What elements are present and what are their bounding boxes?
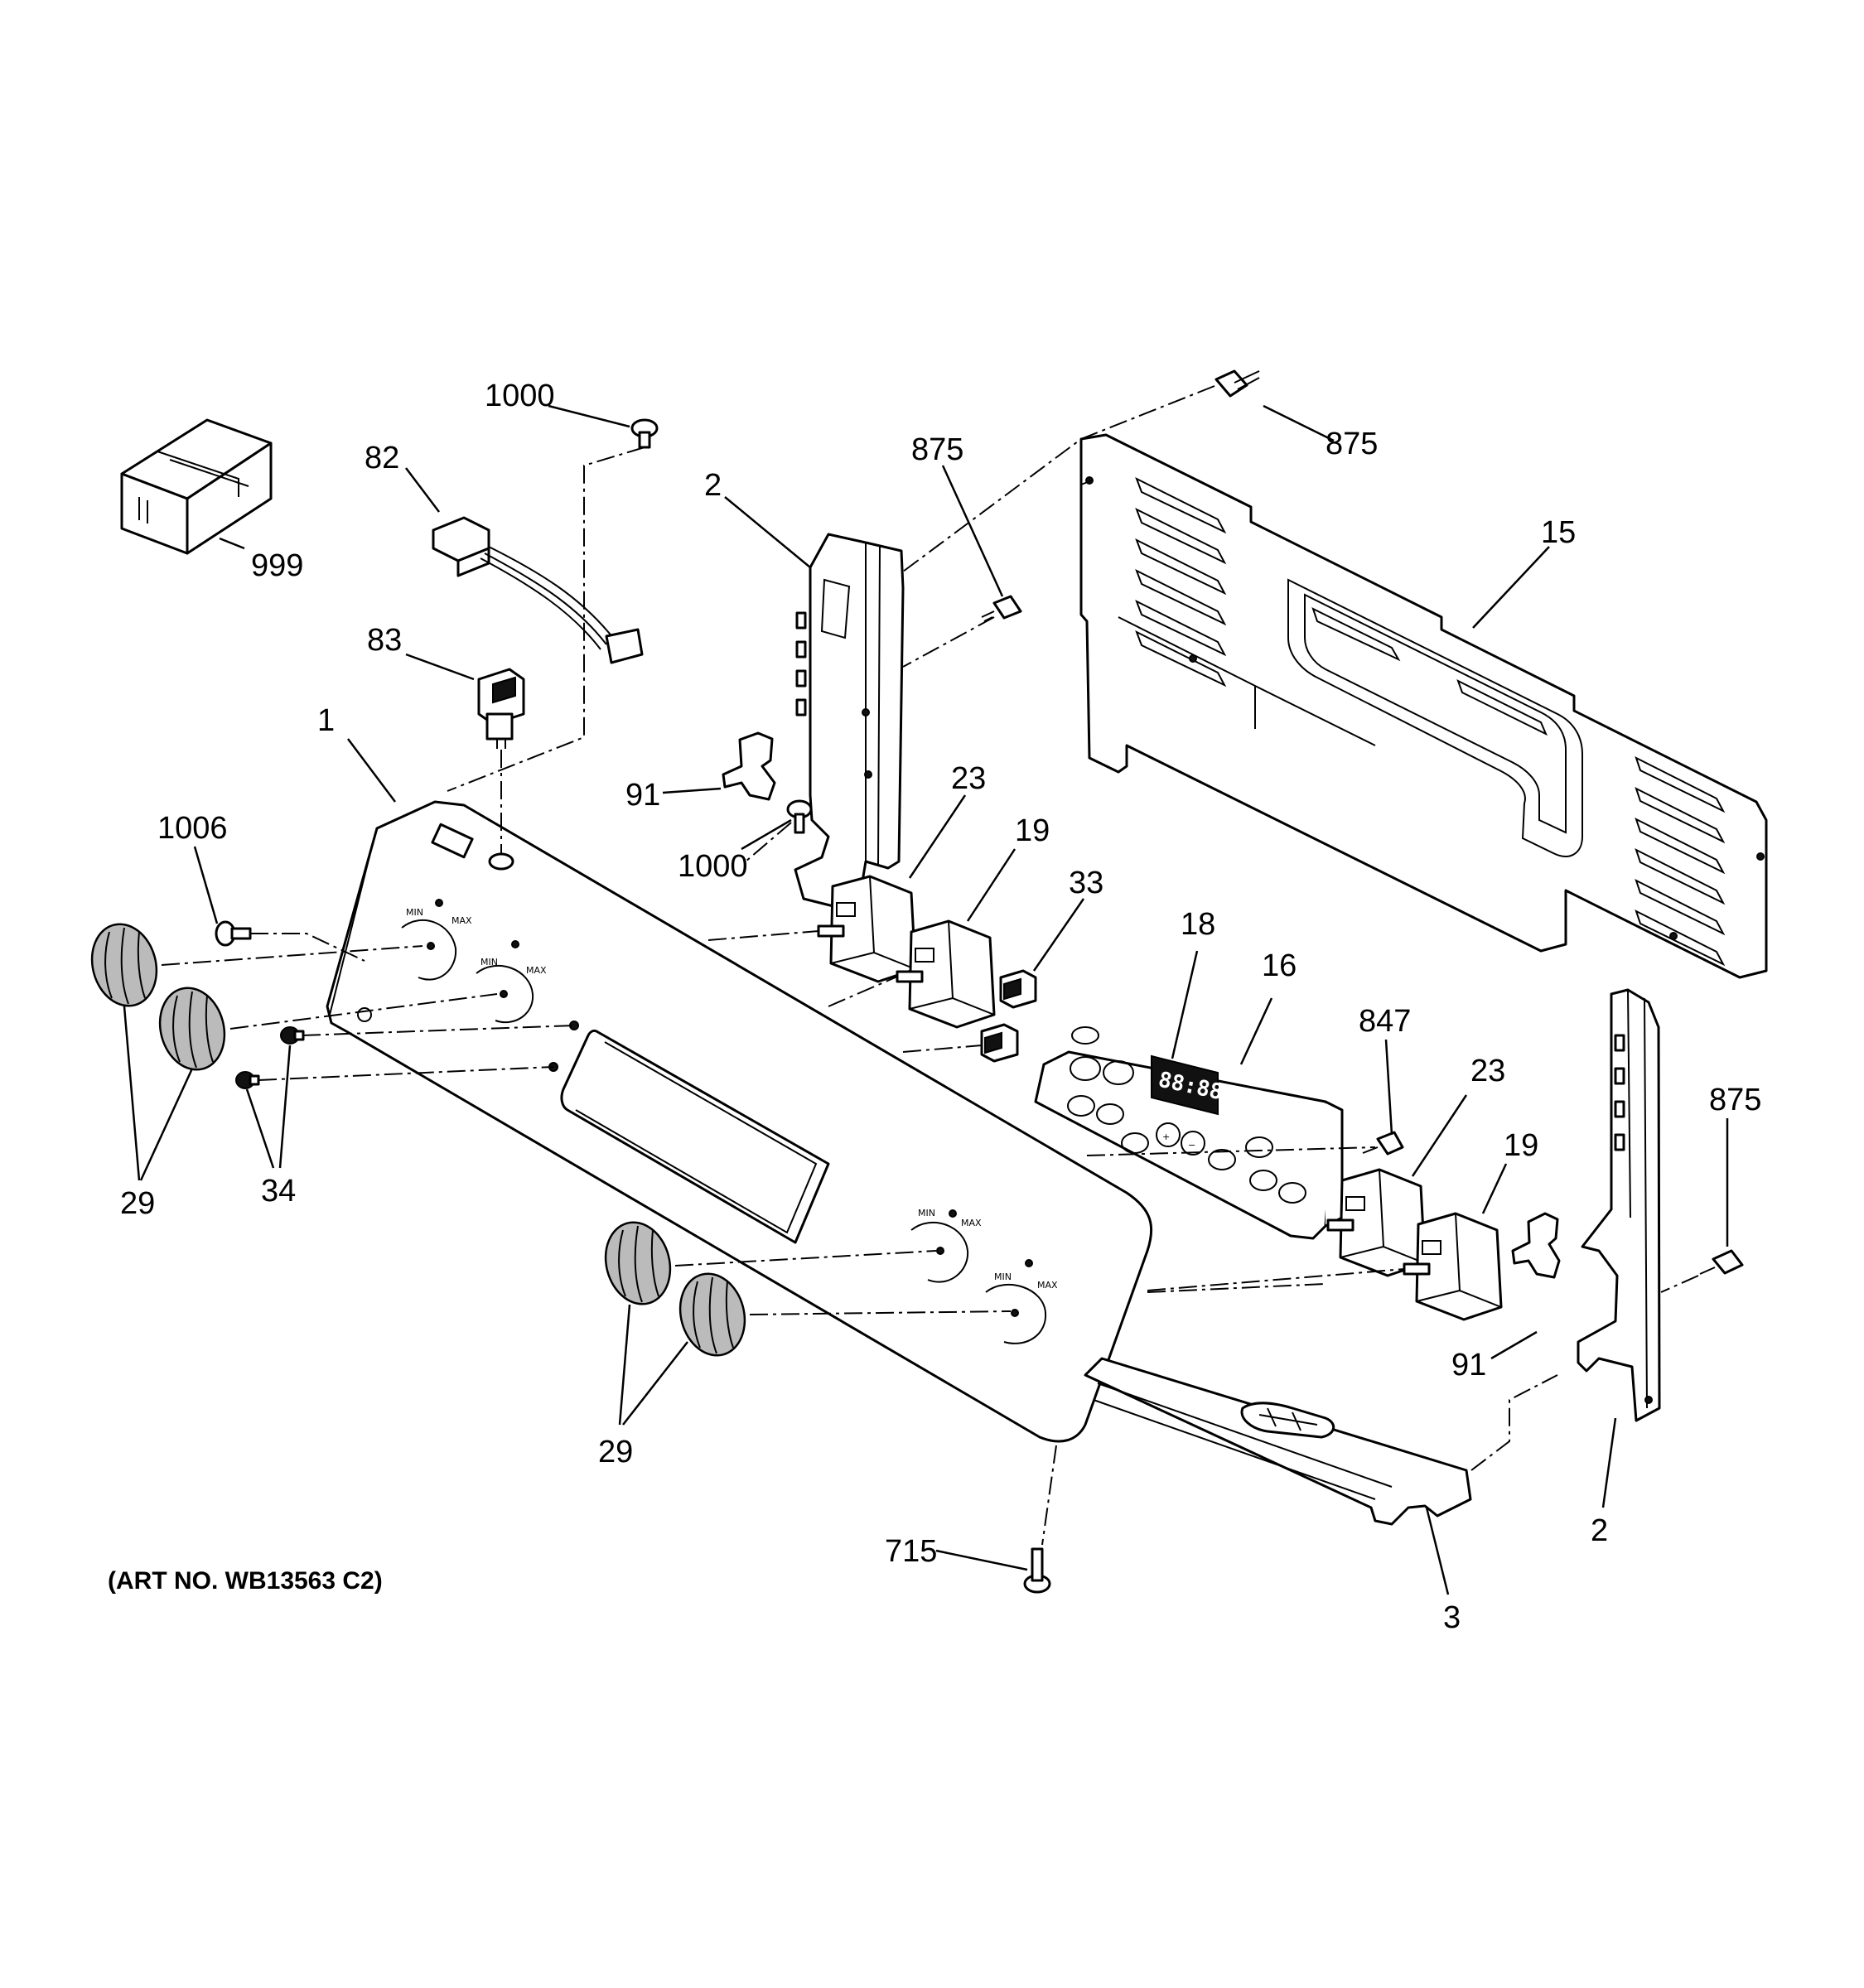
part-29-knob-4: [678, 1272, 746, 1357]
part-19-right-switch: [1403, 1212, 1503, 1321]
label-34: 34: [261, 1174, 296, 1209]
dial-graphic-top-right: MIN MAX: [476, 940, 547, 1024]
label-23-left: 23: [951, 761, 986, 796]
part-83-switch: [477, 668, 525, 749]
label-29-bottom: 29: [598, 1435, 633, 1469]
part-16-clock-control: 88:88 + −: [1034, 1026, 1344, 1240]
part-91-right-clip: [1511, 1212, 1561, 1279]
screw-34-a: [280, 1026, 305, 1045]
label-875-right: 875: [1709, 1083, 1761, 1117]
screw-1000-mid: [786, 799, 813, 834]
label-1000-top: 1000: [485, 379, 555, 413]
svg-text:MIN: MIN: [918, 1208, 935, 1218]
label-33: 33: [1069, 866, 1103, 900]
part-19-left-switch: [896, 919, 996, 1029]
label-3: 3: [1443, 1600, 1461, 1635]
screw-847: [1362, 1131, 1404, 1156]
dial-graphic-bottom-right: MIN MAX: [985, 1259, 1058, 1344]
svg-text:MIN: MIN: [994, 1271, 1012, 1282]
part-3-lower-trim: [1084, 1357, 1472, 1526]
vent-slots-left: [1135, 476, 1227, 688]
part-labels: 1000 82 999 83 1 2 875 875 15 91 1000 10…: [108, 379, 1761, 1635]
label-1: 1: [317, 703, 335, 738]
part-15-back-panel: [1079, 433, 1768, 979]
part-91-left-clip: [722, 731, 776, 801]
label-1006: 1006: [157, 811, 228, 846]
label-999: 999: [251, 548, 303, 583]
dial-graphic-top-left: MIN MAX: [401, 899, 472, 981]
part-33-rocker-switches: [980, 969, 1037, 1063]
label-91-right: 91: [1451, 1348, 1486, 1382]
svg-text:−: −: [1188, 1140, 1195, 1151]
alignment-lines: [161, 385, 1699, 1546]
part-23-right-switch: [1326, 1168, 1427, 1277]
svg-text:MIN: MIN: [406, 907, 423, 918]
svg-text:MAX: MAX: [1037, 1280, 1058, 1291]
screw-875-mid: [981, 595, 1022, 622]
svg-text:MAX: MAX: [452, 915, 472, 926]
label-16: 16: [1262, 948, 1297, 983]
screw-1000-top: [630, 418, 659, 449]
label-2-left: 2: [704, 468, 722, 503]
label-18: 18: [1181, 907, 1215, 942]
part-29-knob-1: [90, 923, 158, 1007]
dial-graphic-bottom-left: MIN MAX: [910, 1208, 982, 1283]
label-875-mid: 875: [911, 432, 963, 467]
vent-slots-right: [1635, 756, 1726, 967]
leader-lines: [123, 404, 1729, 1595]
part-82-wire-harness: [432, 516, 644, 664]
label-875-top: 875: [1326, 427, 1378, 461]
label-19-left: 19: [1015, 813, 1050, 848]
screw-875-right: [1699, 1249, 1744, 1275]
part-29-knob-3: [604, 1221, 672, 1305]
part-999-box: [120, 418, 273, 555]
svg-text:MAX: MAX: [961, 1218, 982, 1228]
label-82: 82: [365, 441, 399, 475]
label-15: 15: [1541, 515, 1576, 550]
label-19-right: 19: [1504, 1128, 1538, 1163]
label-29-left: 29: [120, 1186, 155, 1221]
part-23-left-switch: [817, 875, 917, 983]
screw-1006: [215, 920, 252, 947]
svg-text:MIN: MIN: [480, 957, 498, 967]
screw-34-b: [235, 1071, 260, 1089]
label-23-right: 23: [1470, 1054, 1505, 1088]
part-29-knob-2: [158, 987, 226, 1071]
label-2-right: 2: [1591, 1513, 1608, 1548]
label-715: 715: [885, 1534, 937, 1569]
screw-715: [1023, 1547, 1051, 1594]
label-1000-mid: 1000: [678, 849, 748, 884]
label-91-left: 91: [625, 778, 660, 813]
svg-text:MAX: MAX: [526, 965, 547, 976]
part-1-control-panel: MIN MAX MIN MAX MIN MAX MIN MAX: [326, 800, 1153, 1443]
svg-text:+: +: [1162, 1132, 1170, 1142]
part-2-left-side-bracket: [794, 533, 905, 909]
art-number: (ART NO. WB13563 C2): [108, 1567, 383, 1595]
label-83: 83: [367, 623, 402, 658]
part-2-right-side-bracket: [1577, 988, 1661, 1422]
screw-875-top: [1214, 369, 1260, 398]
label-847: 847: [1359, 1004, 1411, 1039]
